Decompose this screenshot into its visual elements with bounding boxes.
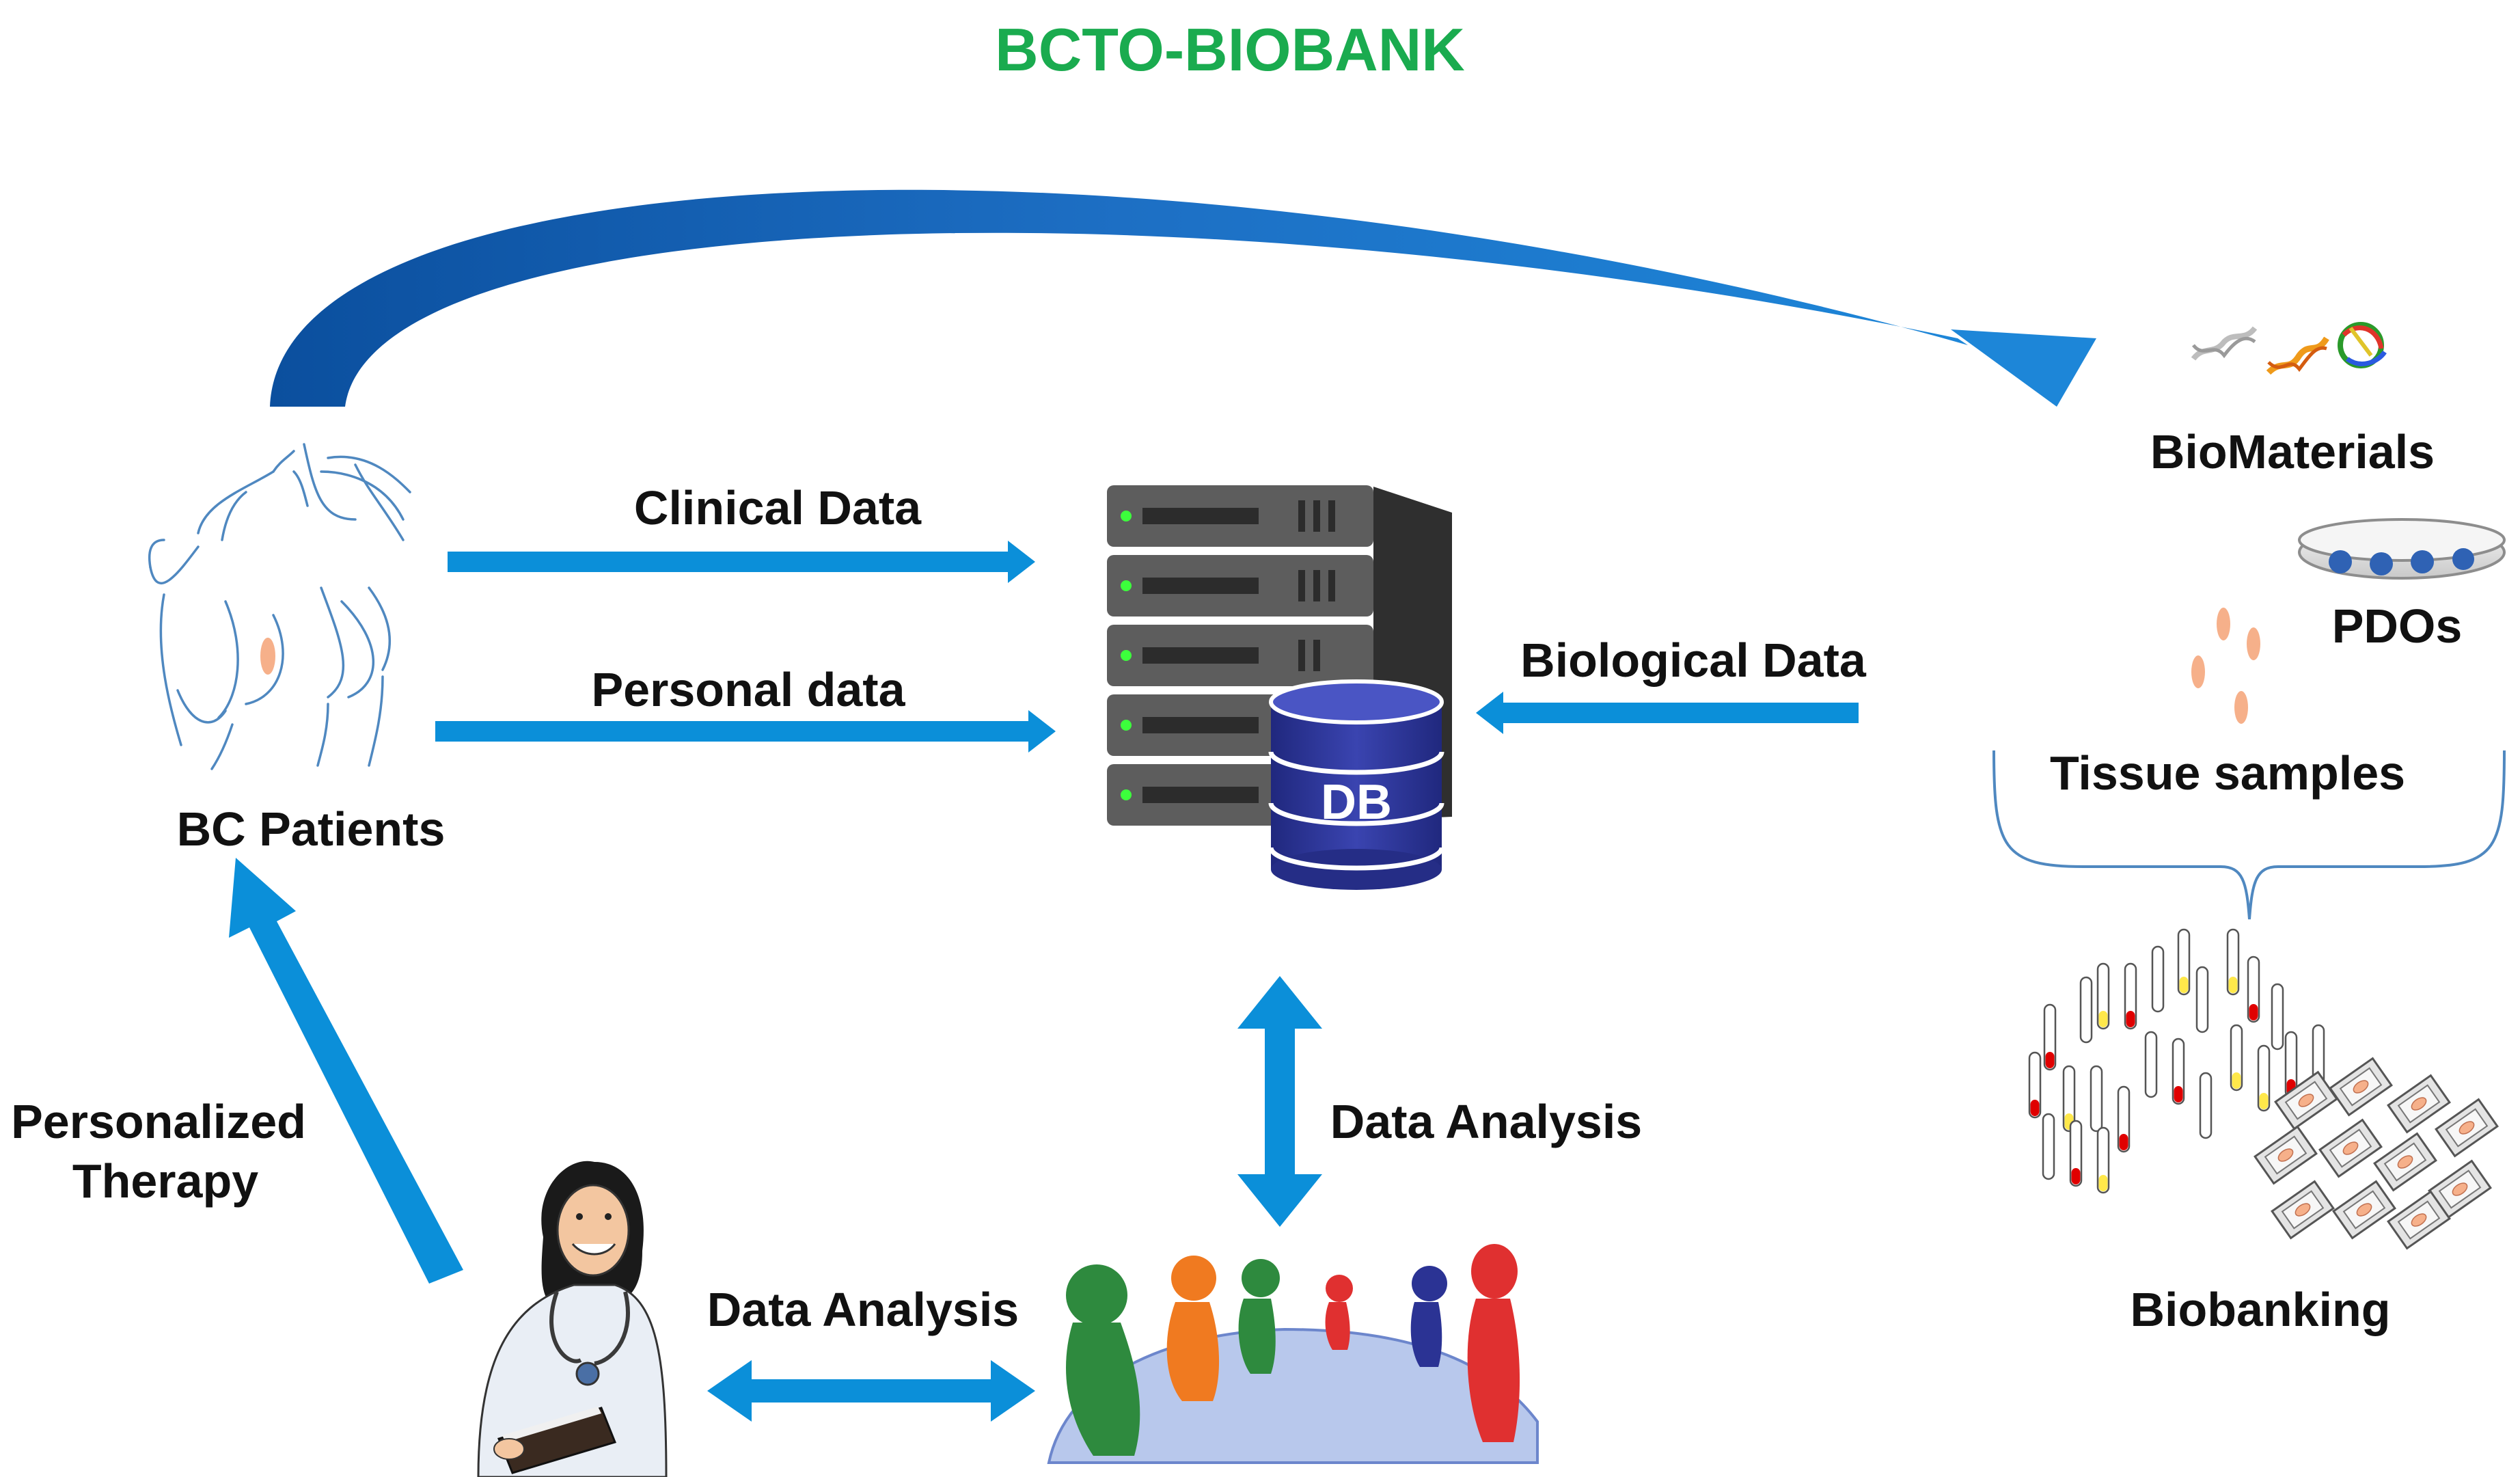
tissue-cassette: [2428, 1159, 2492, 1219]
db-label: DB: [1321, 775, 1392, 830]
personalized-label-line2: Therapy: [72, 1154, 258, 1208]
test-tube-liquid: [2201, 1120, 2210, 1137]
tissue-cassette: [2318, 1118, 2383, 1178]
tissue-brace: [1992, 750, 2506, 920]
data-analysis-vertical-arrow: [1237, 976, 1322, 1227]
top-arc-arrow: [270, 189, 2096, 407]
data-analysis-horizontal-label: Data Analysis: [707, 1283, 1019, 1336]
tissue-cassette: [2373, 1132, 2437, 1192]
data-analysis-vertical-label: Data Analysis: [1330, 1095, 1643, 1148]
personalized-therapy-arrow: [229, 858, 463, 1284]
research-team-icon: [1047, 1244, 1539, 1464]
test-tube-liquid: [2179, 977, 2189, 993]
test-tube-liquid: [2119, 1134, 2128, 1150]
data-analysis-horizontal-arrow: [707, 1360, 1035, 1422]
test-tube-liquid: [2146, 1079, 2156, 1096]
test-tube-liquid: [2197, 1014, 2207, 1031]
tissue-cassette: [2332, 1180, 2396, 1240]
test-tube-liquid: [2228, 977, 2238, 993]
test-tube-liquid: [2126, 1011, 2135, 1027]
test-tube-liquid: [2081, 1025, 2091, 1041]
biological-data-label: Biological Data: [1520, 634, 1867, 687]
test-tube-liquid: [2249, 1004, 2258, 1020]
test-tube-liquid: [2232, 1072, 2241, 1089]
database-server-icon: DB: [1107, 485, 1452, 890]
test-tube-liquid: [2030, 1100, 2040, 1116]
test-tube-liquid: [2259, 1093, 2269, 1109]
pdos-label: PDOs: [2332, 599, 2463, 653]
doctor-icon: [477, 1161, 668, 1477]
test-tube-liquid: [2153, 994, 2163, 1010]
diagram-title: BCTO-BIOBANK: [995, 16, 1465, 83]
tissue-cassette: [2435, 1098, 2499, 1158]
personalized-label-line1: Personalized: [11, 1095, 306, 1148]
db-cylinder: [1268, 679, 1444, 890]
tissue-cassette: [2274, 1070, 2338, 1130]
tissue-samples-icon: [2191, 608, 2260, 724]
personal-data-arrow: [435, 710, 1056, 753]
tissue-cassette: [2254, 1125, 2318, 1185]
clinical-data-arrow: [448, 541, 1035, 583]
test-tube-liquid: [2098, 1175, 2108, 1191]
petri-dish-icon: [2298, 518, 2506, 580]
tissue-cassette: [2387, 1190, 2451, 1250]
tissue-samples-label: Tissue samples: [2050, 746, 2405, 800]
test-tube-liquid: [2045, 1052, 2055, 1068]
test-tube-liquid: [2044, 1161, 2053, 1178]
biobanking-label: Biobanking: [2130, 1283, 2390, 1336]
biological-data-arrow: [1476, 692, 1859, 734]
clinical-data-label: Clinical Data: [634, 481, 922, 534]
bc-patients-label: BC Patients: [177, 802, 446, 856]
tissue-cassette: [2387, 1074, 2451, 1134]
tissue-cassette: [2271, 1180, 2335, 1240]
test-tube-liquid: [2098, 1011, 2108, 1027]
biomaterials-label: BioMaterials: [2150, 425, 2435, 478]
test-tube-liquid: [2071, 1168, 2081, 1184]
dna-protein-icon: [2191, 322, 2387, 375]
tissue-cassette: [2329, 1057, 2393, 1117]
test-tube-liquid: [2273, 1031, 2282, 1048]
patient-torso-icon: [148, 443, 411, 770]
test-tube-liquid: [2092, 1113, 2101, 1130]
personal-data-label: Personal data: [591, 663, 905, 716]
tissue-cassettes-icon: [2254, 1057, 2499, 1250]
test-tube-liquid: [2174, 1086, 2183, 1102]
